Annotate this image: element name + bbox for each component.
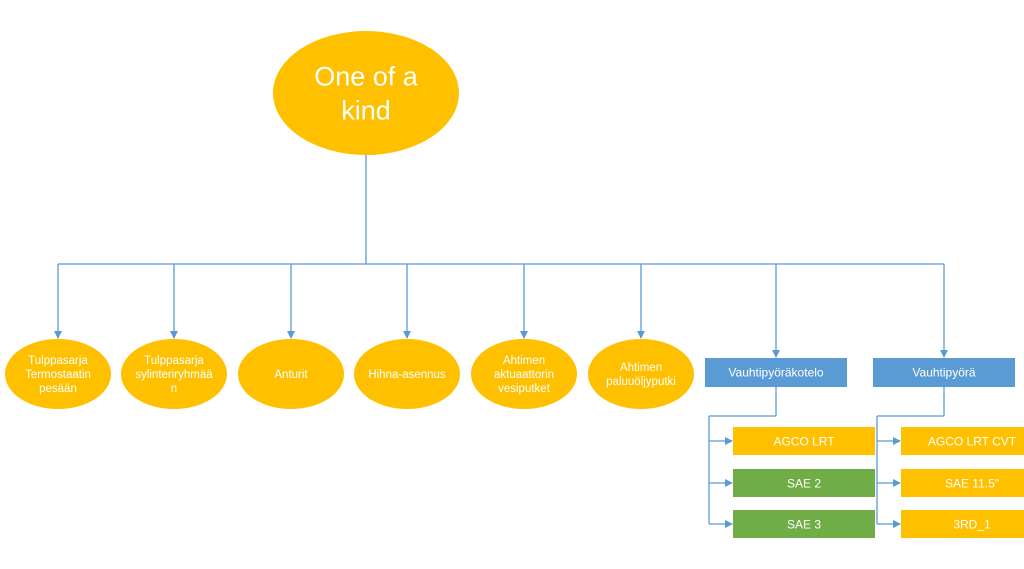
child-label: Hihna-asennus — [368, 369, 446, 381]
child-node-tulppasarja-sylinteri: Tulppasarja sylinteriryhmää n — [121, 339, 227, 409]
child-node-vauhtipyora: Vauhtipyörä — [873, 358, 1015, 387]
child-oval — [354, 339, 460, 409]
sub-item-label: AGCO LRT — [773, 435, 835, 449]
child-label: Ahtimen — [620, 362, 662, 374]
sub-item-sae-11-5-: SAE 11.5" — [901, 469, 1024, 497]
root-label: One of a — [314, 61, 419, 91]
child-label: paluuöljyputki — [606, 376, 676, 388]
sub-item-3rd-1: 3RD_1 — [901, 510, 1024, 538]
sub-item-box — [901, 427, 1024, 455]
child-label: Vauhtipyöräkotelo — [728, 366, 824, 380]
sub-item-label: SAE 11.5" — [945, 477, 999, 491]
child-node-anturit: Anturit — [238, 339, 344, 409]
child-label: Tulppasarja — [28, 355, 88, 367]
sub-item-box — [733, 469, 875, 497]
sub-item-label: SAE 2 — [787, 477, 821, 491]
child-label: Termostaatin — [25, 369, 91, 381]
child-label: Vauhtipyörä — [912, 366, 975, 380]
child-node-hihna-asennus: Hihna-asennus — [354, 339, 460, 409]
sub-item-agco-lrt-cvt: AGCO LRT CVT — [901, 427, 1024, 455]
root-ellipse — [273, 31, 459, 155]
child-label: Ahtimen — [503, 355, 545, 367]
child-label: pesään — [39, 383, 77, 395]
child-label: vesiputket — [498, 383, 551, 395]
connector-lines — [54, 155, 948, 528]
child-oval — [588, 339, 694, 409]
child-box — [705, 358, 847, 387]
child-node-ahtimen-paluuoljy: Ahtimen paluuöljyputki — [588, 339, 694, 409]
root-label: kind — [341, 95, 391, 125]
sub-item-box — [733, 427, 875, 455]
child-oval — [471, 339, 577, 409]
child-label: n — [171, 383, 177, 395]
child-box — [873, 358, 1015, 387]
child-oval — [121, 339, 227, 409]
root-node: One of a kind — [273, 31, 459, 155]
sub-item-label: 3RD_1 — [953, 518, 991, 532]
sub-item-sae-2: SAE 2 — [733, 469, 875, 497]
sub-item-box — [733, 510, 875, 538]
sub-item-box — [901, 469, 1024, 497]
sub-item-label: AGCO LRT CVT — [928, 435, 1017, 449]
child-label: Tulppasarja — [144, 355, 204, 367]
child-label: sylinteriryhmää — [135, 369, 213, 381]
sub-item-sae-3: SAE 3 — [733, 510, 875, 538]
child-oval — [5, 339, 111, 409]
child-node-ahtimen-aktuaattorin: Ahtimen aktuaattorin vesiputket — [471, 339, 577, 409]
child-label: Anturit — [274, 369, 308, 381]
sub-item-box — [901, 510, 1024, 538]
child-oval — [238, 339, 344, 409]
child-label: aktuaattorin — [494, 369, 554, 381]
sub-item-label: SAE 3 — [787, 518, 821, 532]
child-node-vauhtipyorakotelo: Vauhtipyöräkotelo — [705, 358, 847, 387]
sub-item-agco-lrt: AGCO LRT — [733, 427, 875, 455]
